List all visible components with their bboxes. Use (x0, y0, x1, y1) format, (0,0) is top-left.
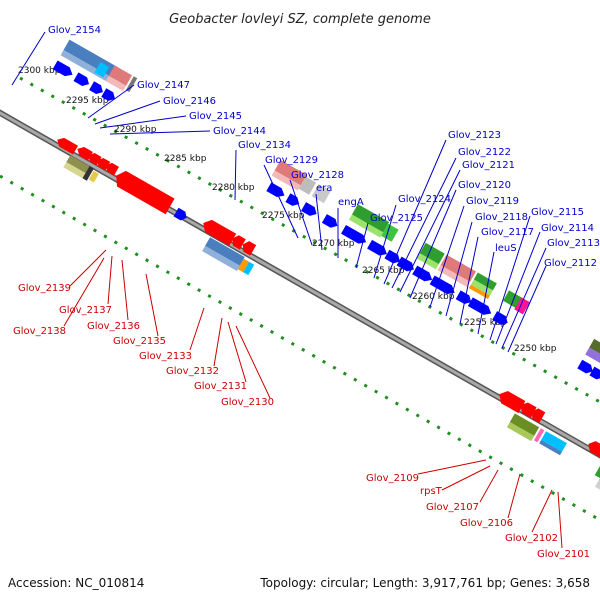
reverse-leaders (63, 249, 563, 549)
gene-label-glov-2132: Glov_2132 (166, 366, 219, 377)
tick-label: 2270 kbp (312, 239, 355, 249)
gene-label-glov-2128: Glov_2128 (291, 170, 344, 181)
gene-label-glov-2123: Glov_2123 (448, 130, 501, 141)
gene-label-enga: engA (338, 197, 364, 208)
tick-label: 2295 kbp (66, 96, 109, 106)
gene-label-glov-2101: Glov_2101 (537, 549, 590, 560)
gene-label-glov-2135: Glov_2135 (113, 336, 166, 347)
gene-label-glov-2124: Glov_2124 (398, 194, 451, 205)
gene-label-glov-2147: Glov_2147 (137, 80, 190, 91)
gene-label-glov-2118: Glov_2118 (475, 212, 528, 223)
gene-label-leus: leuS (495, 243, 517, 254)
gene-label-glov-2114: Glov_2114 (541, 223, 594, 234)
tick-label: 2280 kbp (212, 183, 255, 193)
gene-label-glov-2144: Glov_2144 (213, 126, 266, 137)
gene-label-glov-2145: Glov_2145 (189, 111, 242, 122)
gene-label-glov-2109: Glov_2109 (366, 473, 419, 484)
gene-label-glov-2129: Glov_2129 (265, 155, 318, 166)
gene-label-glov-2120: Glov_2120 (458, 180, 511, 191)
tick-label: 2285 kbp (164, 154, 207, 164)
gene-label-glov-2125: Glov_2125 (370, 213, 423, 224)
gene-label-glov-2115: Glov_2115 (531, 207, 584, 218)
gene-label-glov-2102: Glov_2102 (505, 533, 558, 544)
gene-label-glov-2154: Glov_2154 (48, 25, 101, 36)
gene-label-glov-2146: Glov_2146 (163, 96, 216, 107)
tick-dots (0, 76, 600, 522)
reverse-genes (57, 137, 600, 498)
forward-labels: Glov_2154 Glov_2147 Glov_2146 Glov_2145 … (48, 25, 600, 269)
gene-label-glov-2131: Glov_2131 (194, 381, 247, 392)
gene-label-rpst: rpsT (420, 486, 443, 497)
accession-text: Accession: NC_010814 (8, 576, 144, 590)
gene-label-glov-2112: Glov_2112 (544, 258, 597, 269)
gene-label-glov-2119: Glov_2119 (466, 196, 519, 207)
tick-label: 2255 kbp (464, 318, 507, 328)
reverse-labels: Glov_2139 Glov_2137 Glov_2138 Glov_2136 … (13, 283, 590, 560)
gene-label-glov-2106: Glov_2106 (460, 518, 513, 529)
forward-leaders (11, 31, 547, 353)
gene-label-glov-2139: Glov_2139 (18, 283, 71, 294)
tick-label: 2265 kbp (362, 266, 405, 276)
gene-label-glov-2138: Glov_2138 (13, 326, 66, 337)
gene-label-glov-2117: Glov_2117 (481, 227, 534, 238)
tick-label: 2275 kbp (262, 211, 305, 221)
gene-label-glov-2122: Glov_2122 (458, 147, 511, 158)
gene-label-glov-2107: Glov_2107 (426, 502, 479, 513)
gene-label-glov-2130: Glov_2130 (221, 397, 274, 408)
tick-label: 2290 kbp (114, 125, 157, 135)
gene-label-glov-2134: Glov_2134 (238, 140, 291, 151)
gene-label-era: era (316, 183, 332, 194)
tick-label: 2300 kbp (18, 66, 61, 76)
gene-label-glov-2133: Glov_2133 (139, 351, 192, 362)
gene-label-glov-2113: Glov_2113 (547, 238, 600, 249)
summary-text: Topology: circular; Length: 3,917,761 bp… (259, 576, 590, 590)
tick-label: 2250 kbp (514, 344, 557, 354)
gene-label-glov-2137: Glov_2137 (59, 305, 112, 316)
gene-label-glov-2136: Glov_2136 (87, 321, 140, 332)
map-title: Geobacter lovleyi SZ, complete genome (169, 12, 431, 27)
gene-label-glov-2121: Glov_2121 (462, 160, 515, 171)
